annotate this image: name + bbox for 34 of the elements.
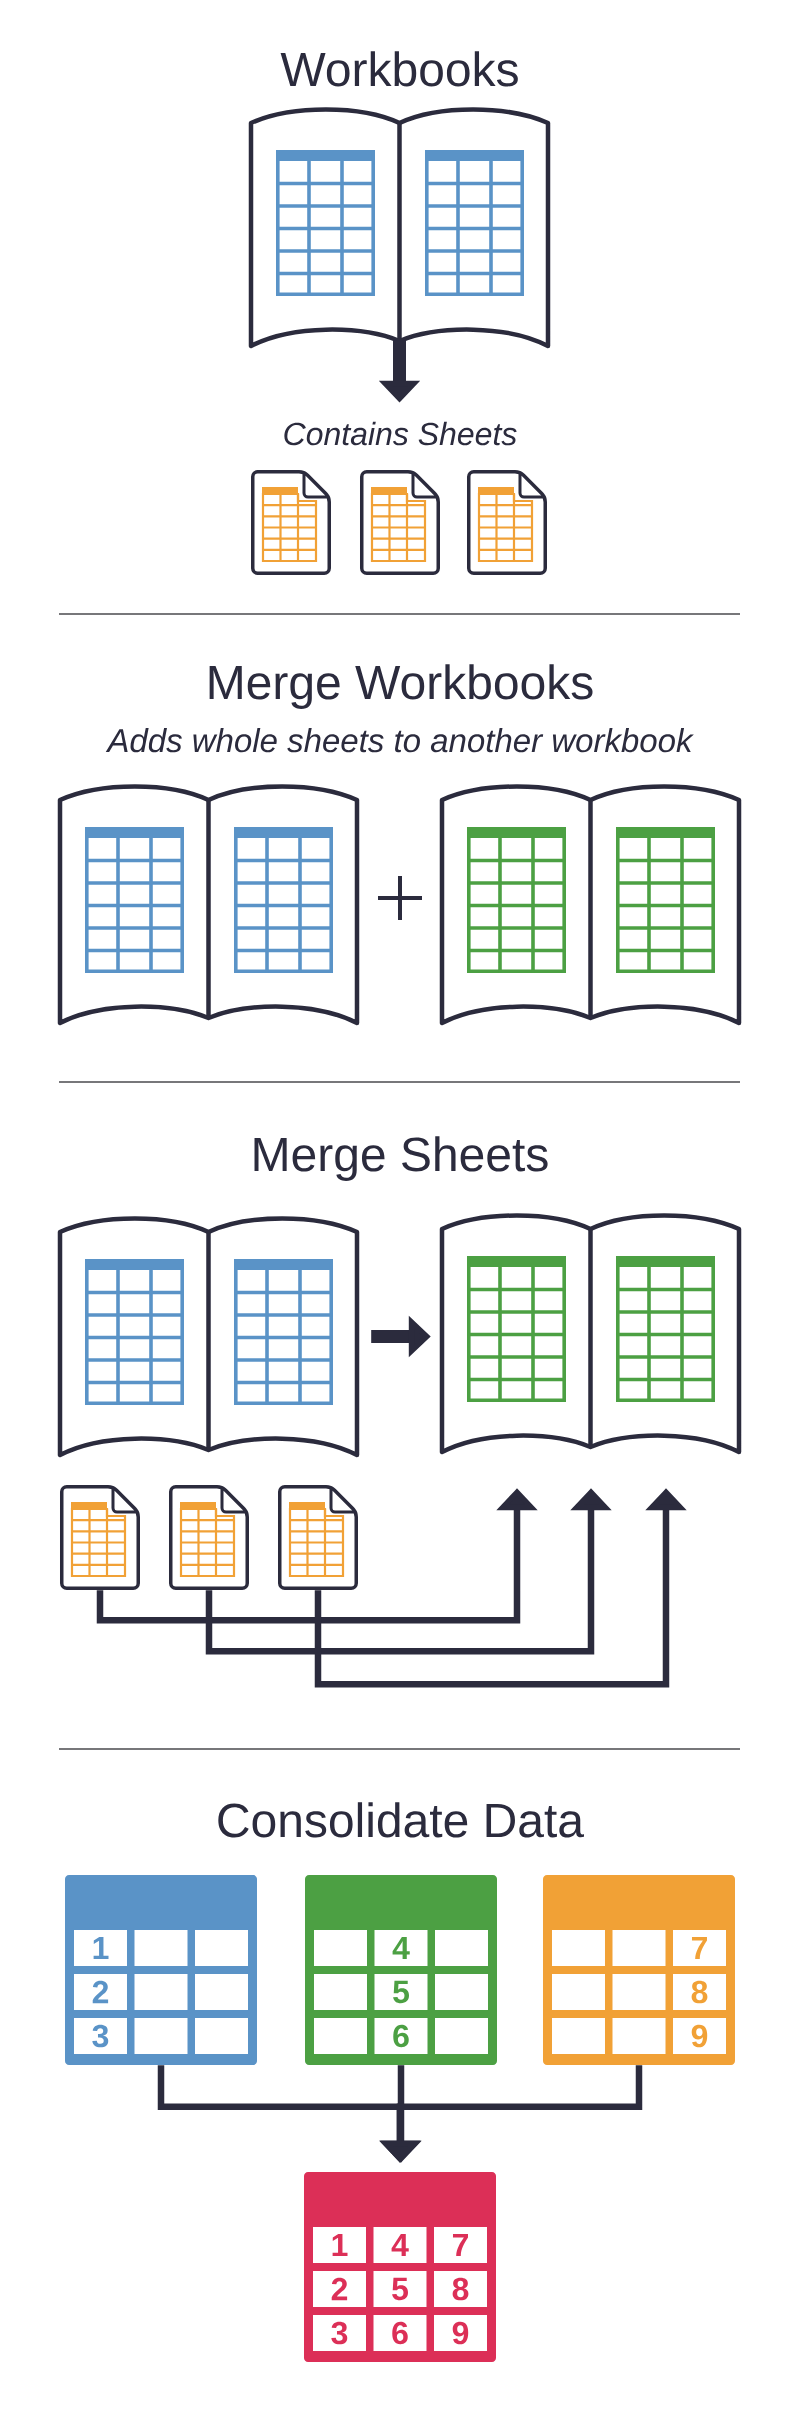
table-cell: 9 — [434, 2315, 487, 2351]
open-book — [57, 1216, 360, 1458]
table-cell: 1 — [74, 1930, 127, 1966]
table-cell: 3 — [74, 2018, 127, 2054]
section-heading: Merge Sheets — [254, 1136, 548, 1181]
table-cell: 4 — [374, 1930, 428, 1966]
sheet-icon — [169, 1485, 249, 1590]
table-cell: 7 — [673, 1930, 726, 1966]
sheet-icon — [251, 470, 331, 575]
table-cell: 4 — [373, 2227, 427, 2263]
open-book — [57, 784, 360, 1026]
sheet-icon — [467, 470, 547, 575]
table-cell: 6 — [373, 2315, 427, 2351]
table-cell: 5 — [374, 1974, 428, 2010]
table-cell: 6 — [374, 2018, 428, 2054]
sheet-icon — [360, 470, 440, 575]
table-cell: 7 — [434, 2227, 487, 2263]
table-cell: 3 — [313, 2315, 366, 2351]
table-cell: 8 — [673, 1974, 726, 2010]
subtitle: Adds whole sheets to another workbook — [105, 728, 694, 753]
section-heading: Consolidate Data — [218, 1802, 584, 1838]
caption: Contains Sheets — [284, 421, 517, 446]
open-book — [248, 107, 551, 349]
table-cell: 1 — [313, 2227, 366, 2263]
table-cell: 8 — [434, 2271, 487, 2307]
open-book — [439, 1213, 742, 1455]
sheet-icon — [278, 1485, 358, 1590]
section-heading: Merge Workbooks — [209, 664, 593, 709]
table-cell: 9 — [673, 2018, 726, 2054]
table-cell: 2 — [74, 1974, 127, 2010]
sheet-icon — [60, 1485, 140, 1590]
table-cell: 5 — [373, 2271, 427, 2307]
open-book — [439, 784, 742, 1026]
table-cell: 2 — [313, 2271, 366, 2307]
